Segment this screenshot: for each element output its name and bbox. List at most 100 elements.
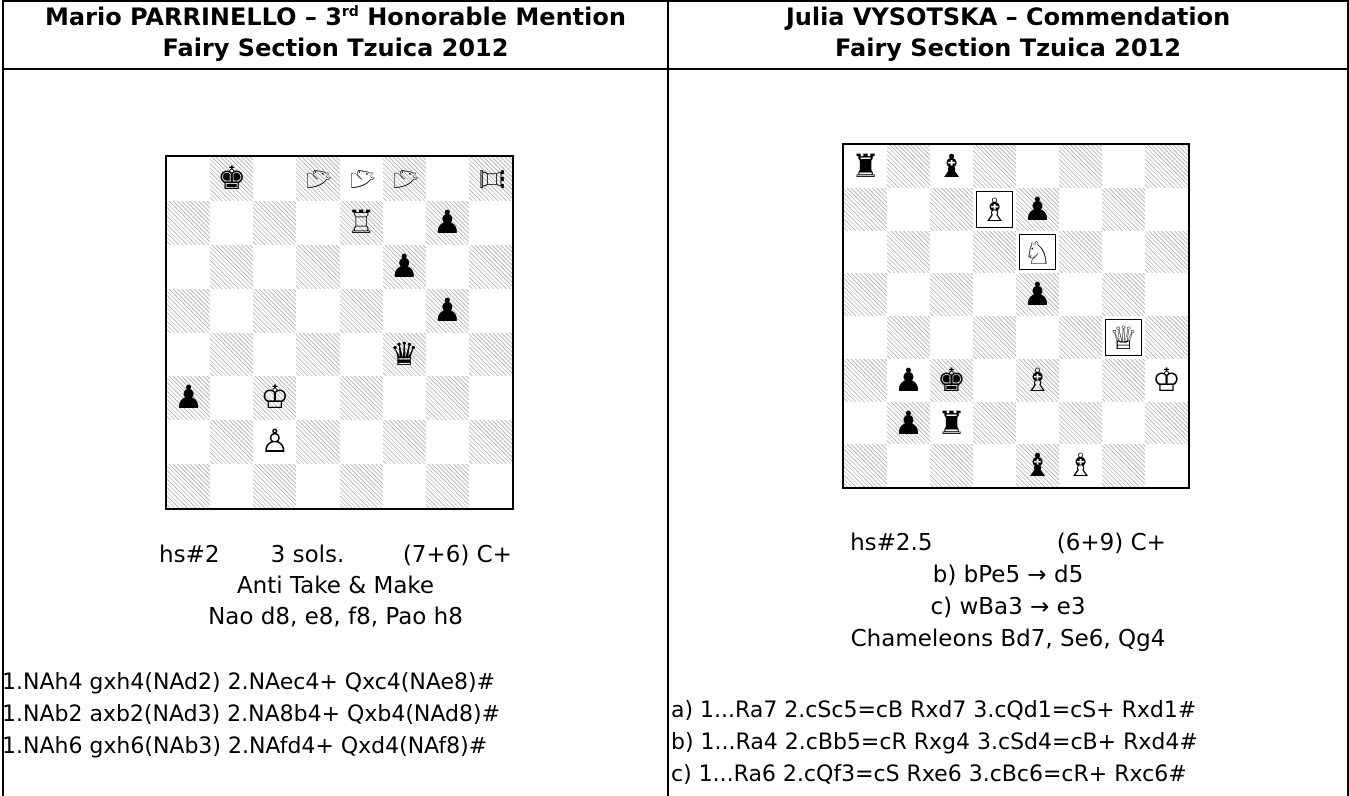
dark-square — [1059, 402, 1102, 445]
dark-square — [167, 464, 210, 508]
dark-square — [210, 333, 253, 377]
left-stipulation: hs#2 3 sols. (7+6) C+ — [4, 540, 667, 570]
dark-square — [844, 188, 887, 231]
right-subtitle: Fairy Section Tzuica 2012 — [669, 33, 1347, 64]
light-square — [383, 289, 426, 333]
dark-square — [469, 333, 512, 377]
black-pawn-icon: ♟ — [383, 245, 426, 289]
white-rook-icon: ♖ — [340, 201, 383, 245]
black-pawn-icon: ♟ — [887, 359, 930, 402]
white-king-icon: ♔ — [253, 376, 296, 420]
black-pawn-icon: ♟ — [426, 201, 469, 245]
dark-square — [930, 273, 973, 316]
white-king-icon: ♔ — [1145, 359, 1188, 402]
dark-square — [253, 201, 296, 245]
light-square — [930, 231, 973, 274]
chameleon-queen-icon: ♕ — [1105, 319, 1142, 356]
light-square — [930, 316, 973, 359]
right-header: Julia VYSOTSKA – Commendation Fairy Sect… — [669, 2, 1347, 68]
dark-square — [210, 420, 253, 464]
dark-square — [1145, 231, 1188, 274]
dark-square — [1102, 273, 1145, 316]
white-pawn-icon: ♙ — [253, 420, 296, 464]
light-square — [1145, 188, 1188, 231]
dark-square — [469, 420, 512, 464]
dark-square — [253, 289, 296, 333]
left-solution-3: 1.NAh6 gxh6(NAb3) 2.NAfd4+ Qxd4(NAf8)# — [2, 732, 487, 761]
light-square — [1102, 231, 1145, 274]
light-square — [887, 273, 930, 316]
black-bishop-icon: ♝ — [930, 145, 973, 188]
black-pawn-icon: ♟ — [426, 289, 469, 333]
light-square — [844, 231, 887, 274]
light-square — [210, 376, 253, 420]
left-condition: Anti Take & Make — [4, 571, 667, 601]
light-square — [469, 376, 512, 420]
dark-square — [1059, 231, 1102, 274]
light-square — [383, 464, 426, 508]
right-solution-a: a) 1...Ra7 2.cSc5=cB Rxd7 3.cQd1=cS+ Rxd… — [671, 696, 1196, 725]
dark-square — [844, 273, 887, 316]
dark-square — [1102, 188, 1145, 231]
light-square — [296, 201, 339, 245]
dark-square — [296, 333, 339, 377]
black-queen-icon: ♛ — [383, 333, 426, 377]
right-twin-b: b) bPe5 → d5 — [669, 560, 1347, 590]
dark-square — [930, 188, 973, 231]
light-square — [1102, 145, 1145, 188]
dark-square — [383, 420, 426, 464]
left-fairy-pieces: Nao d8, e8, f8, Pao h8 — [4, 602, 667, 632]
dark-square — [973, 402, 1016, 445]
left-title: Mario PARRINELLO – 3rd Honorable Mention — [4, 2, 667, 33]
dark-square — [844, 444, 887, 487]
dark-square — [887, 145, 930, 188]
left-header: Mario PARRINELLO – 3rd Honorable Mention… — [4, 2, 667, 68]
left-solution-1: 1.NAh4 gxh4(NAd2) 2.NAec4+ Qxc4(NAe8)# — [2, 668, 495, 697]
light-square — [887, 188, 930, 231]
light-square — [253, 245, 296, 289]
right-title: Julia VYSOTSKA – Commendation — [669, 2, 1347, 33]
light-square — [296, 464, 339, 508]
dark-square — [1102, 444, 1145, 487]
dark-square — [296, 245, 339, 289]
dark-square — [340, 464, 383, 508]
dark-square — [1145, 316, 1188, 359]
left-subtitle: Fairy Section Tzuica 2012 — [4, 33, 667, 64]
white-nao-icon: ♘ — [296, 157, 340, 200]
dark-square — [426, 464, 469, 508]
light-square — [1145, 273, 1188, 316]
black-bishop-icon: ♝ — [1016, 444, 1059, 487]
white-pao-icon: ♖ — [469, 157, 513, 200]
light-square — [296, 376, 339, 420]
black-rook-icon: ♜ — [844, 145, 887, 188]
light-square — [167, 333, 210, 377]
light-square — [340, 420, 383, 464]
right-solution-c: c) 1...Ra6 2.cQf3=cS Rxe6 3.cBc6=cR+ Rxc… — [671, 760, 1187, 789]
light-square — [426, 157, 469, 201]
dark-square — [844, 359, 887, 402]
light-square — [469, 289, 512, 333]
right-chessboard: ♜♝♗♟♘♟♕♟♚♗♔♟♜♝♗ — [842, 143, 1190, 489]
light-square — [340, 245, 383, 289]
light-square — [167, 420, 210, 464]
black-pawn-icon: ♟ — [1016, 188, 1059, 231]
white-bishop-icon: ♗ — [1016, 359, 1059, 402]
dark-square — [973, 231, 1016, 274]
light-square — [973, 359, 1016, 402]
light-square — [383, 376, 426, 420]
black-king-icon: ♚ — [210, 157, 253, 201]
light-square — [1059, 188, 1102, 231]
light-square — [1059, 273, 1102, 316]
chameleon-knight-icon: ♘ — [1019, 234, 1056, 271]
light-square — [210, 201, 253, 245]
light-square — [1102, 402, 1145, 445]
dark-square — [887, 316, 930, 359]
dark-square — [1145, 145, 1188, 188]
black-pawn-icon: ♟ — [167, 376, 210, 420]
dark-square — [426, 376, 469, 420]
light-square — [1145, 444, 1188, 487]
light-square — [844, 316, 887, 359]
left-solution-2: 1.NAb2 axb2(NAd3) 2.NA8b4+ Qxb4(NAd8)# — [2, 700, 500, 729]
light-square — [383, 201, 426, 245]
